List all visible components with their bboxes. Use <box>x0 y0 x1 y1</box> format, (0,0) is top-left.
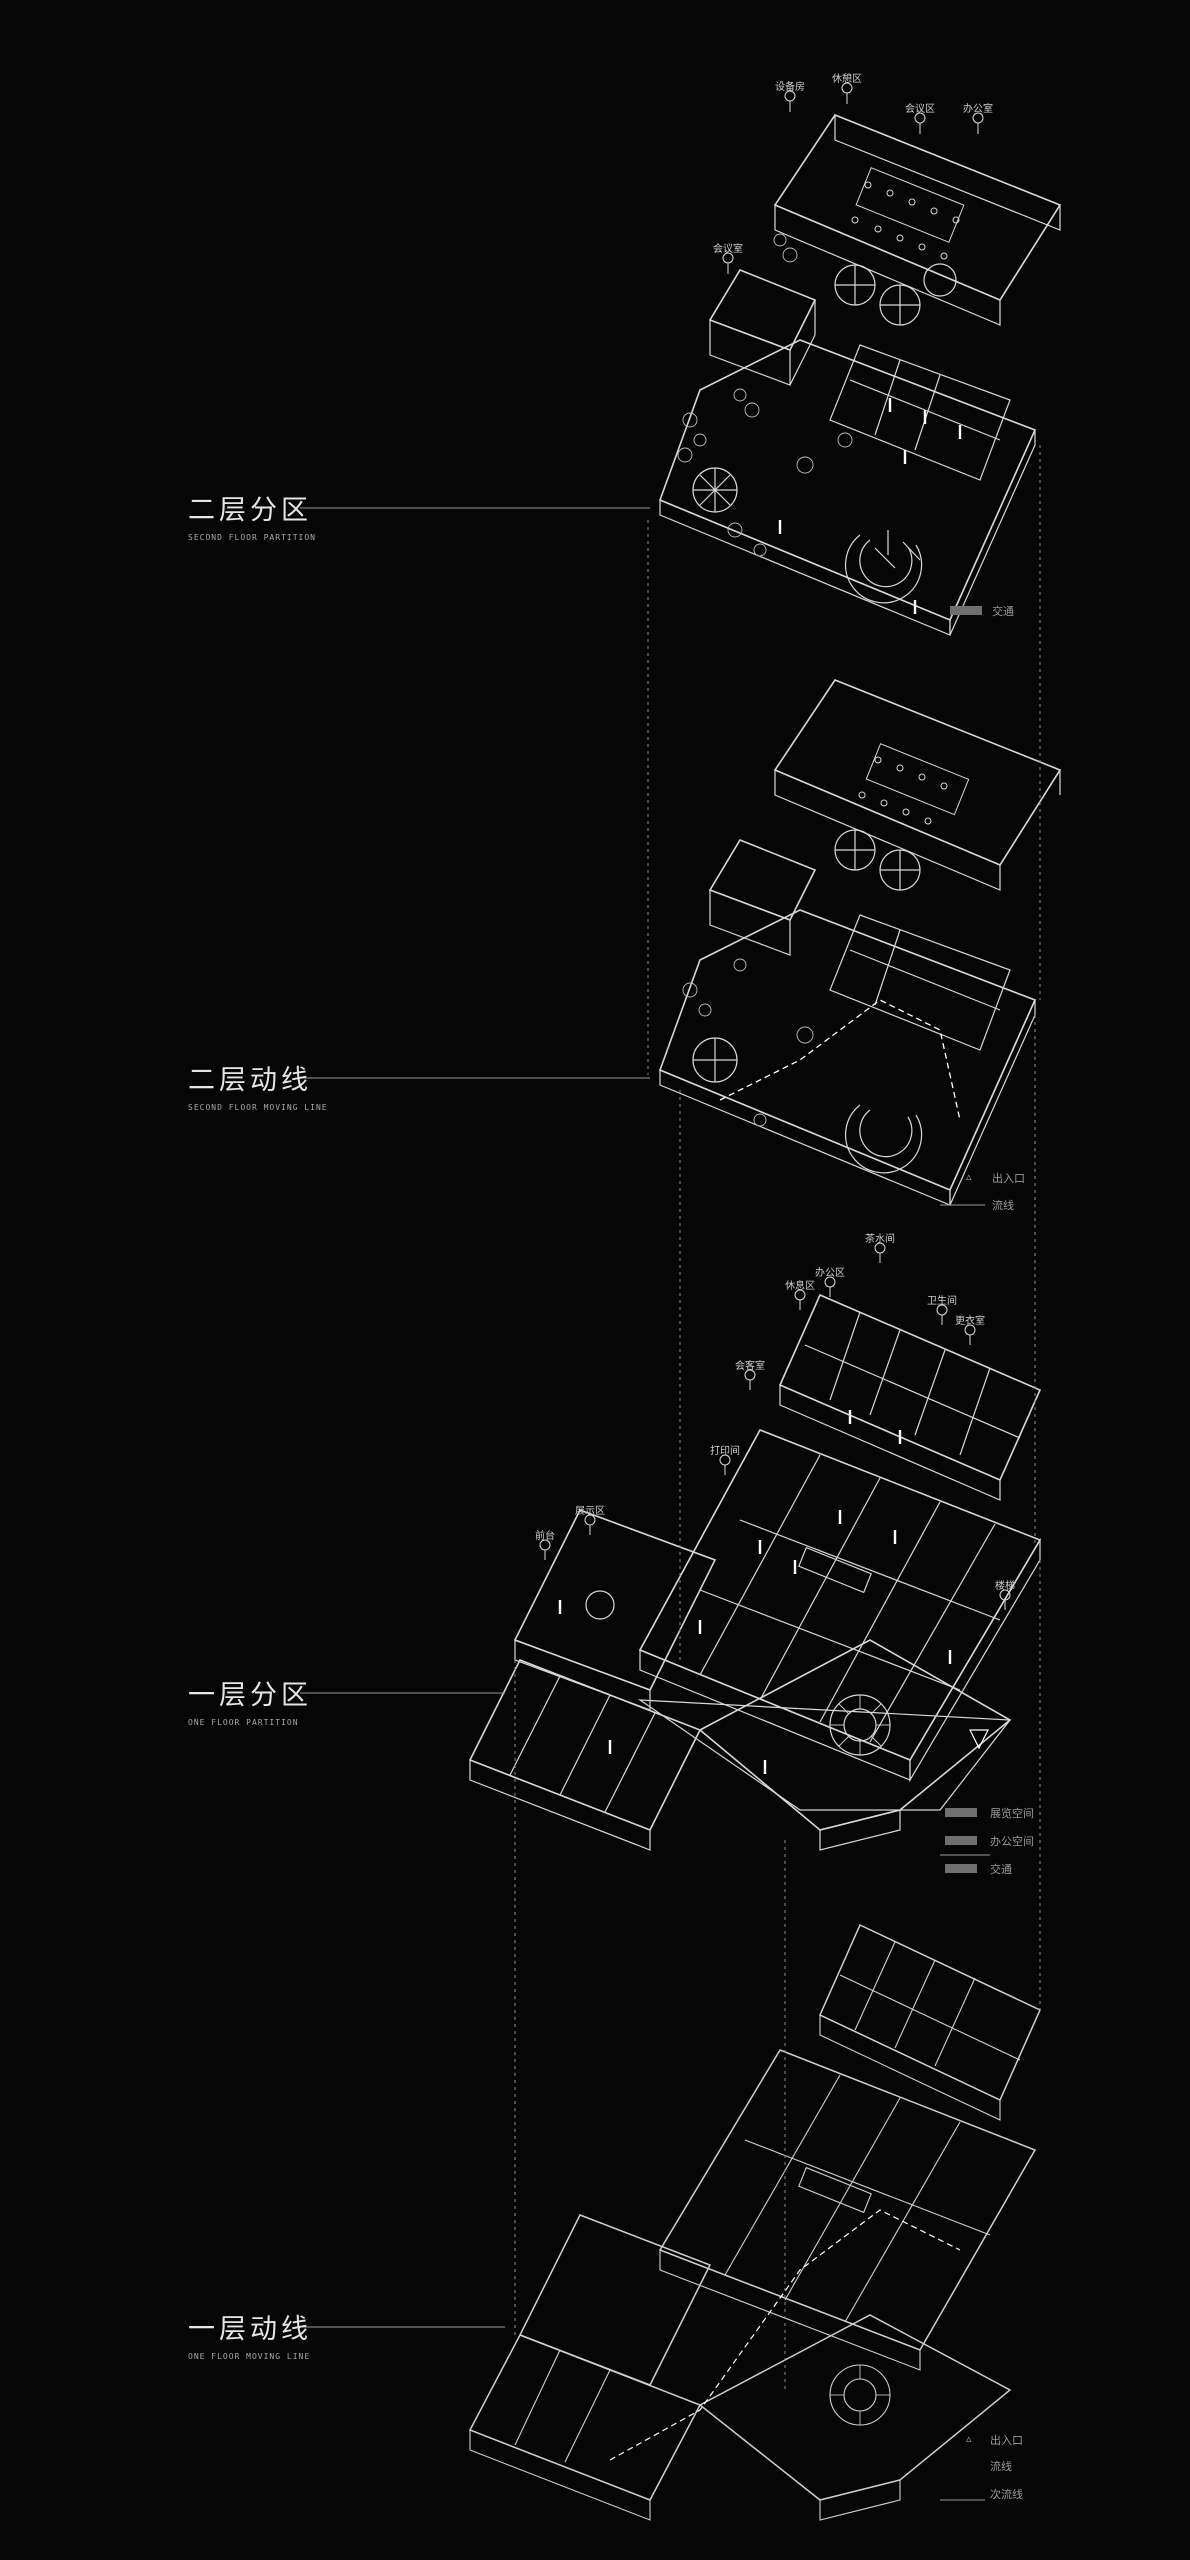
floor-subtitle: ONE FLOOR PARTITION <box>188 1718 299 1727</box>
legend-label: 流线 <box>992 1199 1014 1212</box>
floor-subtitle: SECOND FLOOR PARTITION <box>188 533 316 542</box>
floor-label-f1-zone: 一层分区 ONE FLOOR PARTITION <box>188 1673 312 1727</box>
room-tag: 办公室 <box>963 104 993 115</box>
entrance-icon: ▵ <box>966 1170 972 1183</box>
floor-label-f2-zone: 二层分区 SECOND FLOOR PARTITION <box>188 488 316 542</box>
floor-1-circulation-plan <box>468 1923 1041 2521</box>
room-tag: 打印间 <box>710 1446 740 1457</box>
room-tag: 茶水间 <box>865 1234 895 1245</box>
room-tag: 设备房 <box>775 82 805 93</box>
legend-label: 展览空间 <box>990 1807 1034 1820</box>
room-tag: 休憩区 <box>832 74 862 85</box>
floor-2-partition-plan <box>658 82 1062 636</box>
floor-subtitle: SECOND FLOOR MOVING LINE <box>188 1103 328 1112</box>
legend-swatch-exhibition <box>945 1808 977 1817</box>
floor-2-circulation-plan <box>658 679 1062 1206</box>
room-tag: 展示区 <box>575 1506 605 1517</box>
room-tag: 办公区 <box>815 1268 845 1279</box>
legend-label: 出入口 <box>990 2434 1023 2447</box>
floor-title: 一层分区 <box>188 1680 312 1711</box>
room-tag: 更衣室 <box>955 1316 985 1327</box>
floor-title: 二层动线 <box>188 1065 312 1096</box>
label-leaders <box>300 507 990 2501</box>
room-tag: 会客室 <box>735 1361 765 1372</box>
entrance-icon: ▵ <box>966 2432 972 2445</box>
legend-label: 交通 <box>990 1863 1012 1876</box>
room-tag: 卫生间 <box>927 1296 957 1307</box>
legend-label: 次流线 <box>990 2488 1023 2501</box>
floor-title: 二层分区 <box>188 495 312 526</box>
legend-swatch-traffic <box>945 1864 977 1873</box>
legend-label: 交通 <box>992 605 1014 618</box>
room-tag: 前台 <box>535 1531 555 1542</box>
floor-label-f2-circ: 二层动线 SECOND FLOOR MOVING LINE <box>188 1058 328 1112</box>
alignment-guides <box>514 445 1041 2390</box>
floor-label-f1-circ: 一层动线 ONE FLOOR MOVING LINE <box>188 2307 312 2361</box>
floor-1-partition-plan <box>468 1242 1042 1851</box>
legend-swatch-traffic <box>950 606 982 615</box>
room-tag: 会议区 <box>905 104 935 115</box>
legend-label: 办公空间 <box>990 1835 1034 1848</box>
room-tag: 楼梯 <box>995 1581 1015 1592</box>
legend-label: 出入口 <box>992 1172 1025 1185</box>
room-tag: 会议室 <box>713 244 743 255</box>
legend-label: 流线 <box>990 2460 1012 2473</box>
floor-subtitle: ONE FLOOR MOVING LINE <box>188 2352 311 2361</box>
floor-title: 一层动线 <box>188 2314 312 2345</box>
room-tag: 休息区 <box>785 1281 815 1292</box>
legend-swatch-office <box>945 1836 977 1845</box>
